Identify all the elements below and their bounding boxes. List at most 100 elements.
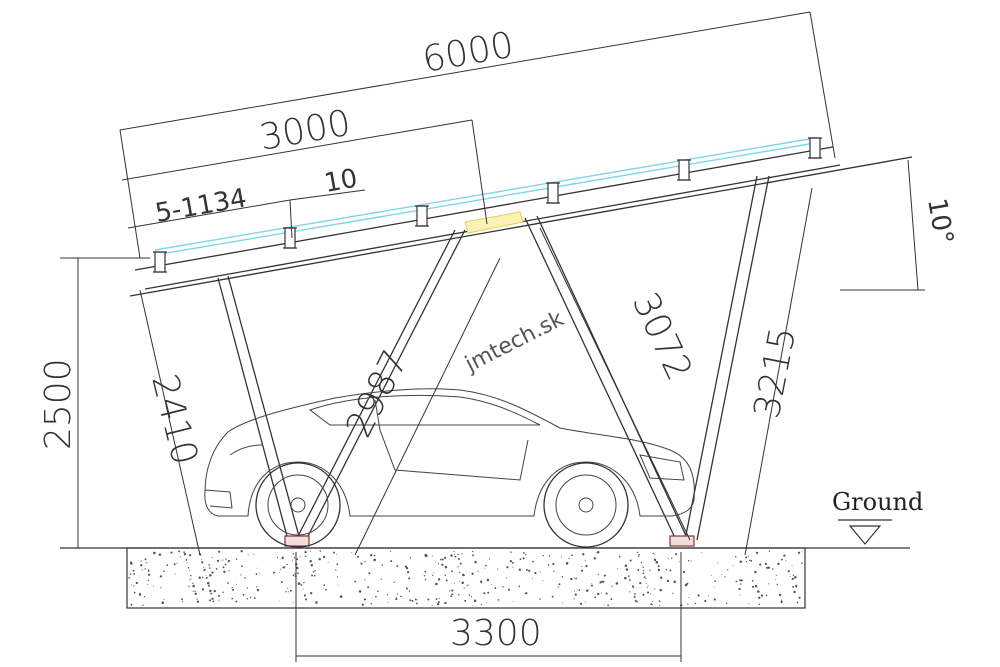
concrete-speckle — [669, 569, 672, 572]
concrete-speckle — [757, 590, 760, 593]
concrete-speckle — [440, 558, 442, 561]
concrete-speckle — [211, 571, 214, 574]
concrete-speckle — [659, 589, 662, 592]
concrete-speckle — [688, 596, 690, 598]
concrete-speckle — [451, 570, 454, 573]
concrete-speckle — [315, 601, 318, 604]
concrete-speckle — [714, 586, 716, 588]
concrete-speckle — [791, 577, 794, 581]
concrete-speckle — [568, 557, 570, 560]
concrete-speckle — [147, 569, 149, 571]
concrete-speckle — [377, 590, 379, 593]
concrete-speckle — [778, 593, 782, 597]
concrete-speckle — [176, 562, 178, 564]
concrete-speckle — [534, 572, 537, 575]
concrete-speckle — [256, 586, 258, 588]
concrete-speckle — [203, 569, 206, 572]
concrete-speckle — [754, 584, 758, 588]
dim-rail-offset: 10 — [322, 164, 360, 199]
concrete-speckle — [351, 552, 353, 553]
concrete-speckle — [423, 574, 426, 577]
concrete-speckle — [208, 564, 211, 566]
concrete-speckle — [585, 564, 588, 568]
concrete-speckle — [313, 574, 316, 577]
concrete-speckle — [647, 585, 649, 587]
concrete-speckle — [625, 568, 629, 571]
concrete-speckle — [450, 595, 453, 598]
concrete-speckle — [639, 582, 642, 585]
concrete-speckle — [751, 585, 755, 588]
concrete-speckle — [188, 553, 192, 557]
concrete-speckle — [792, 585, 795, 588]
concrete-speckle — [246, 598, 249, 600]
concrete-speckle — [571, 554, 573, 557]
concrete-speckle — [218, 599, 220, 601]
concrete-speckle — [480, 582, 482, 584]
concrete-speckle — [213, 589, 216, 593]
concrete-speckle — [203, 567, 205, 568]
concrete-speckle — [735, 580, 738, 583]
concrete-speckle — [584, 601, 586, 603]
concrete-speckle — [638, 553, 641, 556]
ground-label: Ground — [832, 488, 923, 516]
concrete-speckle — [201, 588, 205, 591]
concrete-speckle — [461, 553, 463, 555]
concrete-speckle — [373, 558, 376, 562]
concrete-speckle — [787, 570, 790, 573]
concrete-speckle — [144, 558, 147, 561]
concrete-speckle — [380, 578, 382, 580]
concrete-speckle — [218, 594, 220, 597]
concrete-speckle — [596, 551, 599, 554]
concrete-speckle — [139, 593, 142, 596]
concrete-speckle — [445, 579, 448, 582]
concrete-speckle — [441, 563, 444, 566]
concrete-speckle — [795, 584, 798, 588]
concrete-speckle — [463, 587, 465, 589]
concrete-speckle — [471, 572, 474, 575]
concrete-speckle — [497, 599, 500, 601]
concrete-speckle — [130, 562, 133, 565]
concrete-speckle — [480, 603, 483, 606]
concrete-speckle — [161, 601, 164, 604]
concrete-speckle — [611, 585, 613, 587]
concrete-speckle — [739, 594, 741, 596]
concrete-speckle — [727, 569, 729, 571]
concrete-speckle — [461, 581, 464, 585]
concrete-speckle — [304, 598, 308, 601]
concrete-speckle — [332, 551, 335, 554]
concrete-speckle — [141, 569, 143, 571]
concrete-speckle — [615, 582, 619, 585]
concrete-speckle — [437, 601, 440, 604]
concrete-speckle — [301, 584, 303, 586]
concrete-speckle — [415, 602, 418, 605]
concrete-speckle — [751, 580, 754, 582]
concrete-speckle — [450, 554, 453, 557]
concrete-speckle — [748, 603, 750, 605]
concrete-speckle — [459, 571, 461, 574]
concrete-speckle — [232, 588, 235, 591]
concrete-speckle — [287, 591, 290, 593]
concrete-speckle — [235, 558, 238, 560]
concrete-speckle — [286, 587, 288, 589]
concrete-speckle — [240, 574, 242, 576]
concrete-speckle — [687, 560, 690, 562]
concrete-speckle — [643, 576, 646, 578]
concrete-speckle — [775, 574, 777, 576]
concrete-speckle — [610, 598, 613, 601]
concrete-speckle — [201, 576, 204, 579]
concrete-speckle — [323, 584, 326, 586]
concrete-speckle — [582, 553, 585, 556]
concrete-speckle — [577, 589, 579, 591]
concrete-speckle — [594, 596, 597, 599]
concrete-speckle — [780, 558, 783, 561]
concrete-speckle — [575, 577, 577, 580]
concrete-speckle — [525, 554, 527, 556]
concrete-speckle — [135, 581, 138, 585]
concrete-speckle — [188, 569, 190, 571]
concrete-speckle — [585, 589, 589, 592]
concrete-speckle — [153, 551, 156, 555]
concrete-speckle — [314, 569, 316, 572]
concrete-speckle — [451, 593, 453, 595]
concrete-speckle — [754, 570, 757, 574]
